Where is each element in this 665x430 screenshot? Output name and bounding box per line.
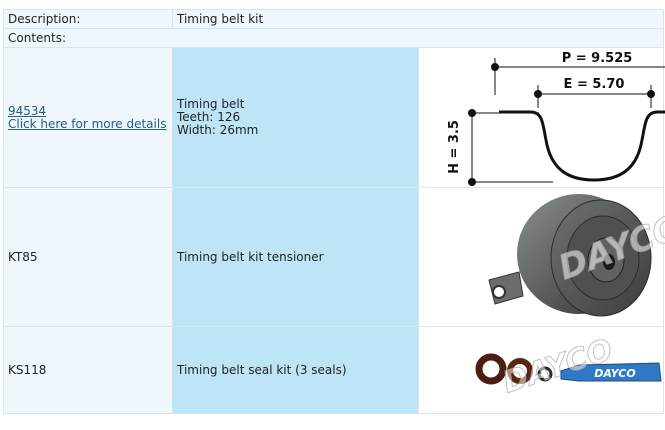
description-label: Description: bbox=[3, 9, 173, 29]
sealant-tube bbox=[560, 362, 662, 382]
description-value: Timing belt kit bbox=[172, 9, 664, 29]
belt-tooth-profile bbox=[498, 110, 665, 182]
parts-table: Description: Timing belt kit Contents: 9… bbox=[3, 9, 665, 414]
part-number-cell: KT85 bbox=[3, 187, 173, 327]
belt-width: Width: 26mm bbox=[177, 123, 259, 137]
table-row: 94534 Click here for more details Timing… bbox=[3, 47, 665, 188]
details-link[interactable]: Click here for more details bbox=[8, 116, 167, 131]
e-left-dot bbox=[533, 90, 542, 98]
h-bottom-dot bbox=[467, 178, 476, 186]
image-cell: DAYCO DAYCO bbox=[417, 326, 664, 414]
part-name: Timing belt bbox=[177, 97, 245, 111]
seal-small bbox=[537, 366, 552, 382]
e-label: E = 5.70 bbox=[563, 77, 624, 92]
seal-large bbox=[475, 353, 506, 385]
part-number-link[interactable]: 94534 bbox=[8, 103, 47, 118]
mounting-hole bbox=[491, 285, 506, 299]
contents-label: Contents: bbox=[3, 28, 664, 48]
dayco-watermark: DAYCO bbox=[498, 332, 616, 400]
p-left-dot bbox=[490, 63, 499, 71]
pulley-bore bbox=[602, 254, 615, 270]
image-cell: DAYCO bbox=[417, 187, 665, 327]
e-right-dot bbox=[646, 90, 655, 98]
table-row: KS118 Timing belt seal kit (3 seals) DAY… bbox=[3, 326, 664, 414]
description-row: Description: Timing belt kit bbox=[3, 9, 664, 29]
height-label: H = 3.5 bbox=[447, 120, 462, 174]
tensioner-image: DAYCO bbox=[487, 194, 665, 317]
part-description-cell: Timing belt Teeth: 126 Width: 26mm bbox=[172, 47, 419, 188]
image-cell: P = 9.525 E = 5.70 H = 3.5 bbox=[417, 47, 665, 188]
table-row: KT85 Timing belt kit tensioner bbox=[3, 187, 665, 327]
part-description-cell: Timing belt seal kit (3 seals) bbox=[172, 326, 419, 414]
seal-kit-image: DAYCO DAYCO bbox=[475, 332, 662, 401]
part-number-cell: 94534 Click here for more details bbox=[3, 47, 173, 188]
contents-row: Contents: bbox=[3, 28, 664, 48]
pitch-label: P = 9.525 bbox=[561, 51, 632, 66]
belt-profile-diagram: P = 9.525 E = 5.70 H = 3.5 bbox=[447, 51, 665, 186]
part-description-cell: Timing belt kit tensioner bbox=[172, 187, 419, 327]
part-number-cell: KS118 bbox=[3, 326, 173, 414]
h-top-dot bbox=[467, 109, 476, 117]
seal-medium bbox=[506, 358, 533, 384]
tube-label: DAYCO bbox=[594, 367, 635, 380]
belt-teeth: Teeth: 126 bbox=[177, 110, 241, 124]
